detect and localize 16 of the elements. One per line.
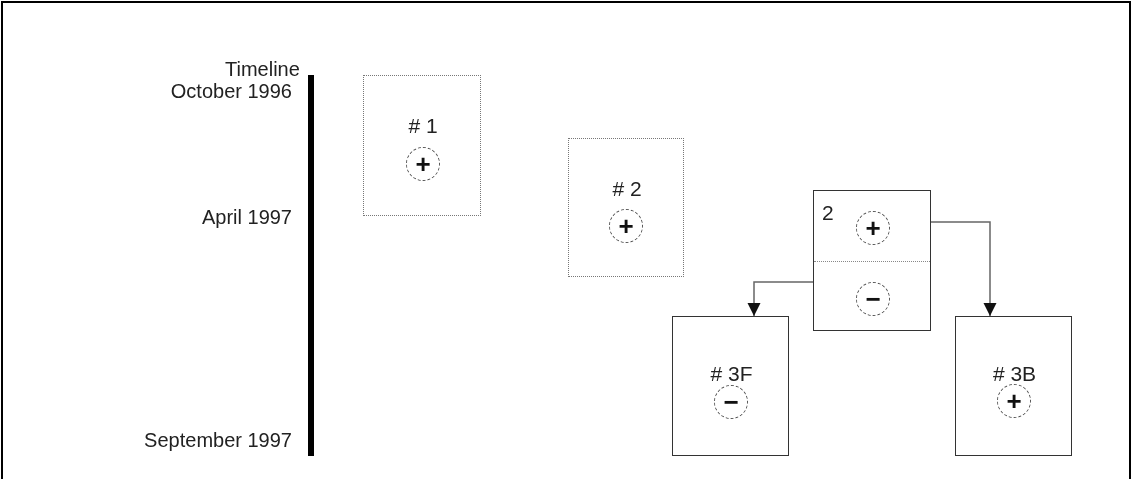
box-title: # 1	[407, 114, 439, 138]
box-title: # 3F	[709, 362, 754, 386]
date-label: October 1996	[170, 80, 292, 103]
date-label: April 1997	[201, 206, 292, 229]
box-title: # 3B	[991, 362, 1038, 386]
arrow	[930, 221, 997, 317]
split-box	[813, 190, 931, 331]
sample-box	[363, 75, 481, 216]
sample-box	[955, 316, 1072, 456]
box-title: 2	[822, 201, 834, 225]
sample-box	[672, 316, 789, 456]
arrow	[747, 281, 814, 317]
sample-box	[568, 138, 684, 277]
timeline-heading: Timeline	[225, 58, 300, 81]
date-label: September 1997	[144, 429, 292, 452]
box-title: # 2	[611, 177, 643, 201]
